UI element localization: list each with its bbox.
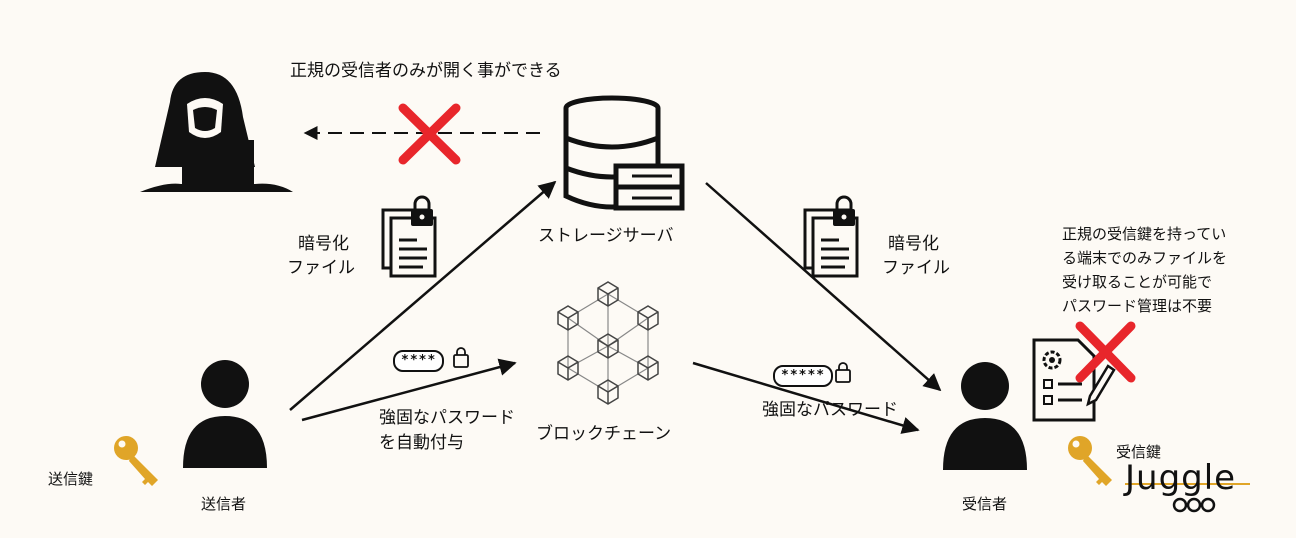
red-x-icon bbox=[398, 103, 461, 165]
sender-key-icon bbox=[114, 436, 158, 486]
password-badge-right: ***** bbox=[773, 365, 834, 387]
receiver-key-icon bbox=[1068, 436, 1112, 486]
sender-label: 送信者 bbox=[201, 495, 247, 513]
right-note-line2: る端末でのみファイルを bbox=[1062, 249, 1228, 267]
password-badge-left: **** bbox=[393, 350, 445, 372]
database-server-icon bbox=[563, 95, 685, 211]
right-note-line3: 受け取ることが可能で bbox=[1062, 273, 1213, 291]
sender-to-server-arrow bbox=[289, 180, 557, 411]
logo-mark bbox=[1125, 483, 1250, 513]
strong-password-right-label: 強固なパスワード bbox=[762, 400, 898, 420]
encrypted-file-left-line2: ファイル bbox=[287, 258, 355, 278]
red-x-icon-right bbox=[1075, 321, 1136, 383]
receiver-key-label: 受信鍵 bbox=[1116, 443, 1162, 461]
sender-to-blockchain-arrow bbox=[301, 358, 517, 422]
strong-password-auto-line1: 強固なパスワード bbox=[379, 408, 515, 428]
strong-password-auto-line2: を自動付与 bbox=[379, 433, 464, 453]
encrypted-file-left-line1: 暗号化 bbox=[298, 234, 349, 254]
locked-document-icon-right bbox=[803, 195, 859, 278]
blockchain-to-receiver-arrow bbox=[692, 361, 920, 434]
encrypted-file-right-line1: 暗号化 bbox=[888, 234, 939, 254]
receiver-person-icon bbox=[943, 362, 1027, 470]
blockchain-cubes-icon bbox=[557, 281, 659, 405]
juggle-logo: Juggle bbox=[1125, 458, 1237, 498]
settings-document-icon bbox=[1032, 338, 1116, 422]
right-note-line4: パスワード管理は不要 bbox=[1062, 297, 1213, 315]
sender-person-icon bbox=[183, 360, 267, 468]
sender-key-label: 送信鍵 bbox=[48, 470, 94, 488]
lock-icon-left bbox=[453, 347, 469, 368]
hacker-icon bbox=[140, 72, 293, 192]
storage-server-label: ストレージサーバ bbox=[538, 226, 674, 246]
locked-document-icon-left bbox=[381, 195, 437, 278]
lock-icon-right bbox=[835, 362, 851, 383]
encrypted-file-right-line2: ファイル bbox=[882, 258, 950, 278]
right-note-line1: 正規の受信鍵を持ってい bbox=[1062, 225, 1227, 243]
server-to-receiver-arrow bbox=[705, 182, 942, 392]
blockchain-label: ブロックチェーン bbox=[536, 424, 672, 444]
receiver-label: 受信者 bbox=[962, 495, 1008, 513]
top-note: 正規の受信者のみが開く事ができる bbox=[290, 61, 562, 81]
